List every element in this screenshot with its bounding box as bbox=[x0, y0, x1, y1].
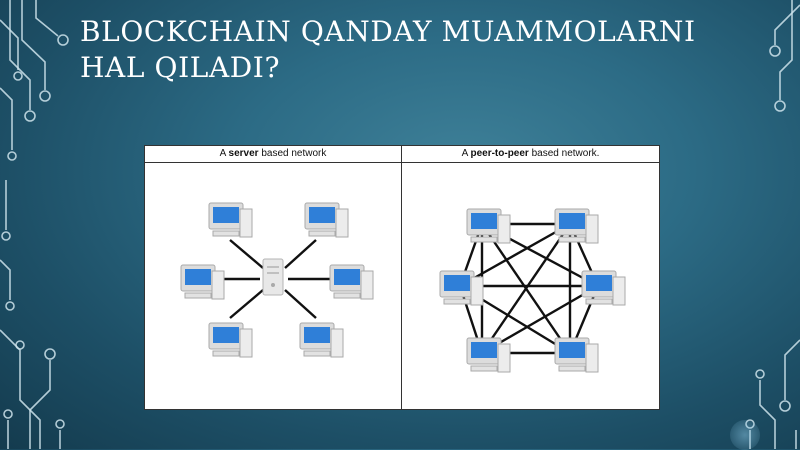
computer-icon bbox=[329, 264, 374, 300]
link bbox=[481, 223, 571, 354]
computer-icon bbox=[554, 208, 599, 244]
computer-icon bbox=[208, 322, 253, 358]
computer-icon bbox=[180, 264, 225, 300]
peer-to-peer-network-panel: A peer-to-peer based network. bbox=[402, 146, 659, 409]
server-network-diagram bbox=[180, 202, 374, 358]
link bbox=[229, 289, 264, 319]
slide-title: BLOCKCHAIN QANDAY MUAMMOLARNI HAL QILADI… bbox=[80, 15, 696, 84]
computer-icon bbox=[439, 270, 484, 306]
caption-prefix: A bbox=[219, 148, 229, 159]
link bbox=[459, 222, 571, 288]
server-network-panel: A server based network bbox=[145, 146, 402, 409]
computer-icon bbox=[581, 270, 626, 306]
computer-icon bbox=[466, 337, 511, 373]
link bbox=[229, 239, 264, 269]
caption-suffix: based network bbox=[258, 148, 327, 159]
circuit-decoration-left bbox=[0, 0, 69, 449]
server-icon bbox=[262, 258, 284, 296]
glow-decoration bbox=[730, 420, 760, 450]
computer-icon bbox=[304, 202, 349, 238]
server-network-caption: A server based network bbox=[145, 146, 401, 163]
computer-icon bbox=[554, 337, 599, 373]
computer-icon bbox=[299, 322, 344, 358]
link bbox=[284, 289, 317, 319]
network-comparison-figure: A server based network bbox=[144, 145, 660, 410]
caption-suffix: based network. bbox=[528, 148, 600, 159]
computer-icon bbox=[466, 208, 511, 244]
link bbox=[284, 239, 317, 269]
caption-bold: peer-to-peer bbox=[470, 148, 529, 159]
peer-to-peer-network-diagram bbox=[439, 208, 626, 373]
caption-bold: server bbox=[228, 148, 259, 159]
peer-to-peer-network-caption: A peer-to-peer based network. bbox=[402, 146, 659, 163]
computer-icon bbox=[208, 202, 253, 238]
circuit-decoration-right bbox=[745, 0, 800, 449]
caption-prefix: A bbox=[461, 148, 471, 159]
